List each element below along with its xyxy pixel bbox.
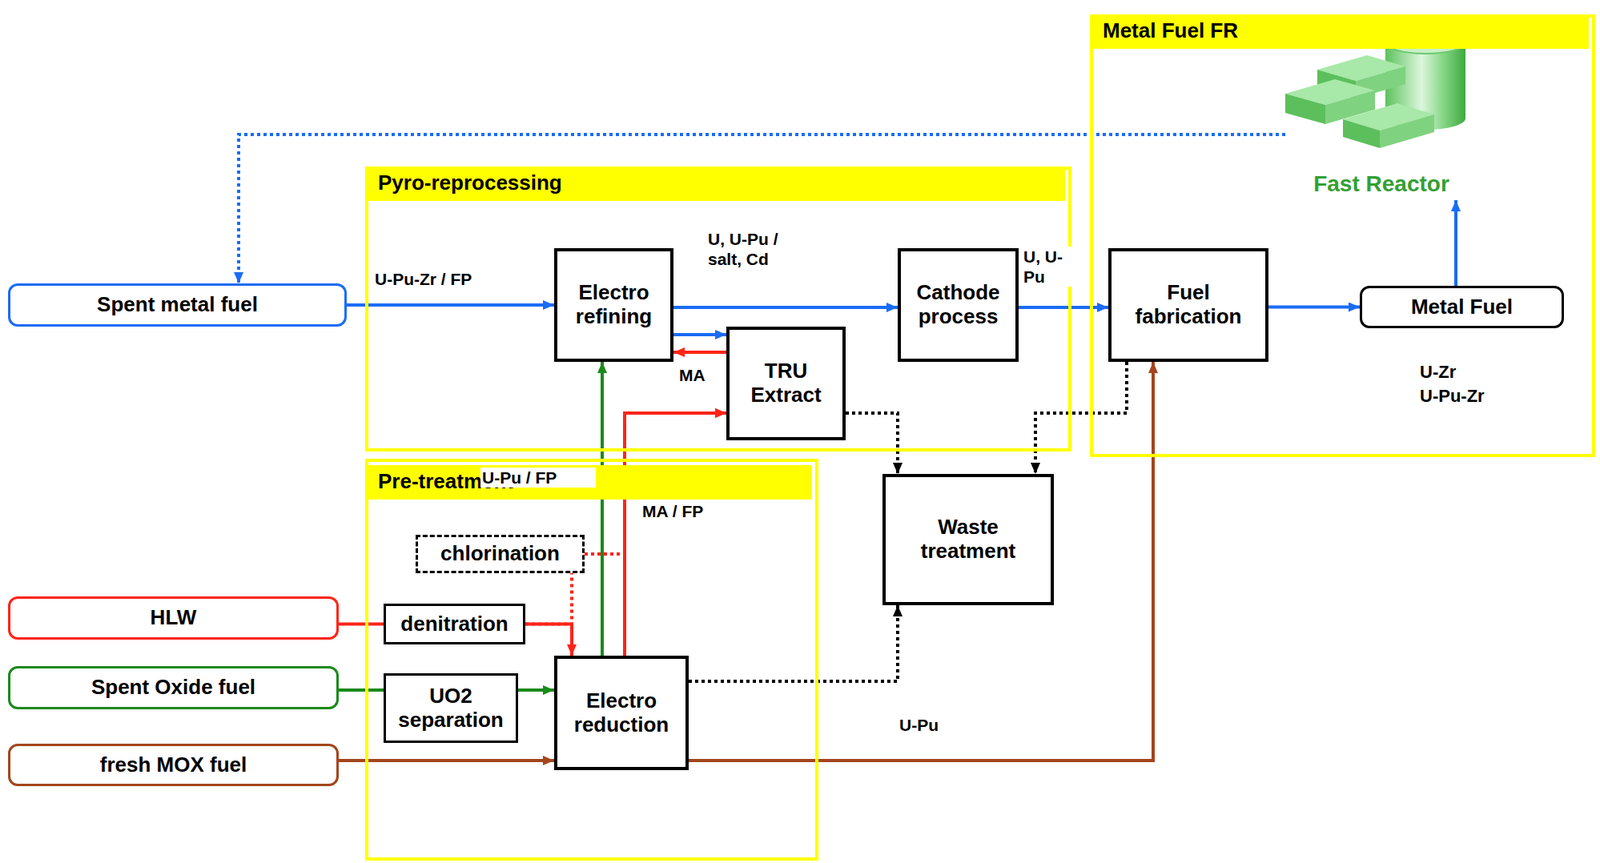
flow-label: U-Pu / FP [480, 467, 596, 488]
flow-arrow [600, 361, 604, 656]
flow-arrow [338, 623, 384, 627]
node-label: fresh MOX fuel [100, 753, 247, 778]
flow-arrow [338, 688, 384, 692]
flow-arrow [525, 573, 572, 625]
process-box: UO2 separation [383, 673, 519, 744]
flow-arrow [525, 624, 572, 657]
flow-arrow [688, 605, 898, 682]
node-label: Spent Oxide fuel [91, 675, 256, 700]
process-box: Waste treatment [882, 474, 1054, 606]
flow-arrow [1035, 361, 1127, 475]
node-label: Electro refining [565, 281, 663, 330]
flow-arrow [673, 333, 727, 337]
process-box: chlorination [415, 534, 585, 574]
building-block [1285, 93, 1326, 125]
node-label: Waste treatment [898, 515, 1038, 564]
node-label: Electro reduction [565, 689, 678, 738]
process-box: TRU Extract [726, 326, 846, 441]
process-box: Fuel fabrication [1108, 248, 1269, 362]
building-block [1342, 119, 1380, 149]
material-box: HLW [8, 596, 339, 640]
flow-arrow [845, 413, 898, 475]
flow-label: MA / FP [640, 501, 732, 522]
flow-arrow [338, 759, 555, 763]
region-frame: Electro refining Cathode processTRU Extra… [365, 166, 1072, 452]
node-label: Cathode process [908, 281, 1008, 330]
node-label: chlorination [440, 542, 560, 567]
flow-label: MA [677, 365, 721, 386]
node-label: denitration [400, 612, 508, 637]
flow-arrow [673, 305, 898, 310]
material-box: Metal Fuel [1359, 285, 1564, 329]
flow-label: U-Pu-Zr / FP [373, 269, 513, 290]
flow-arrow [1454, 200, 1458, 286]
node-label: UO2 separation [393, 684, 508, 733]
node-label: Fast Reactor [1285, 171, 1478, 197]
flow-label: U, U-Pu [1021, 246, 1074, 287]
node-label: Fuel fabrication [1119, 281, 1258, 330]
flow-arrow [1018, 305, 1109, 310]
node-label: Metal Fuel [1411, 295, 1513, 320]
material-box: Spent Oxide fuel [8, 666, 339, 710]
flow-arrow [1268, 305, 1360, 310]
process-box: Cathode process [897, 248, 1019, 362]
building-block [1379, 114, 1435, 149]
region-frame: Fast ReactorFuel fabrication Metal Fuel Me… [1089, 14, 1596, 458]
flow-label: U, U-Pu / salt, Cd [706, 229, 810, 270]
alloy-note: U-Zr [1418, 361, 1458, 383]
region-frame: chlorination denitrationUO2 separation Ele… [365, 458, 819, 861]
material-box: fresh MOX fuel [8, 743, 339, 787]
process-box: Electro reduction [554, 655, 689, 771]
flow-arrow [673, 350, 727, 354]
node-label: TRU Extract [737, 359, 835, 408]
node-label: Spent metal fuel [96, 293, 258, 318]
flow-arrow [518, 688, 555, 692]
flow-label: U-Pu [897, 715, 965, 736]
region-heading: Pyro-reprocessing [365, 166, 1066, 202]
process-box: denitration [383, 603, 526, 645]
flow-arrow [346, 303, 555, 307]
material-box: Spent metal fuel [8, 283, 347, 327]
process-box: Electro refining [554, 248, 674, 362]
node-label: HLW [150, 606, 197, 631]
alloy-note: U-Pu-Zr [1418, 385, 1487, 407]
region-heading: Metal Fuel FR [1089, 14, 1589, 49]
